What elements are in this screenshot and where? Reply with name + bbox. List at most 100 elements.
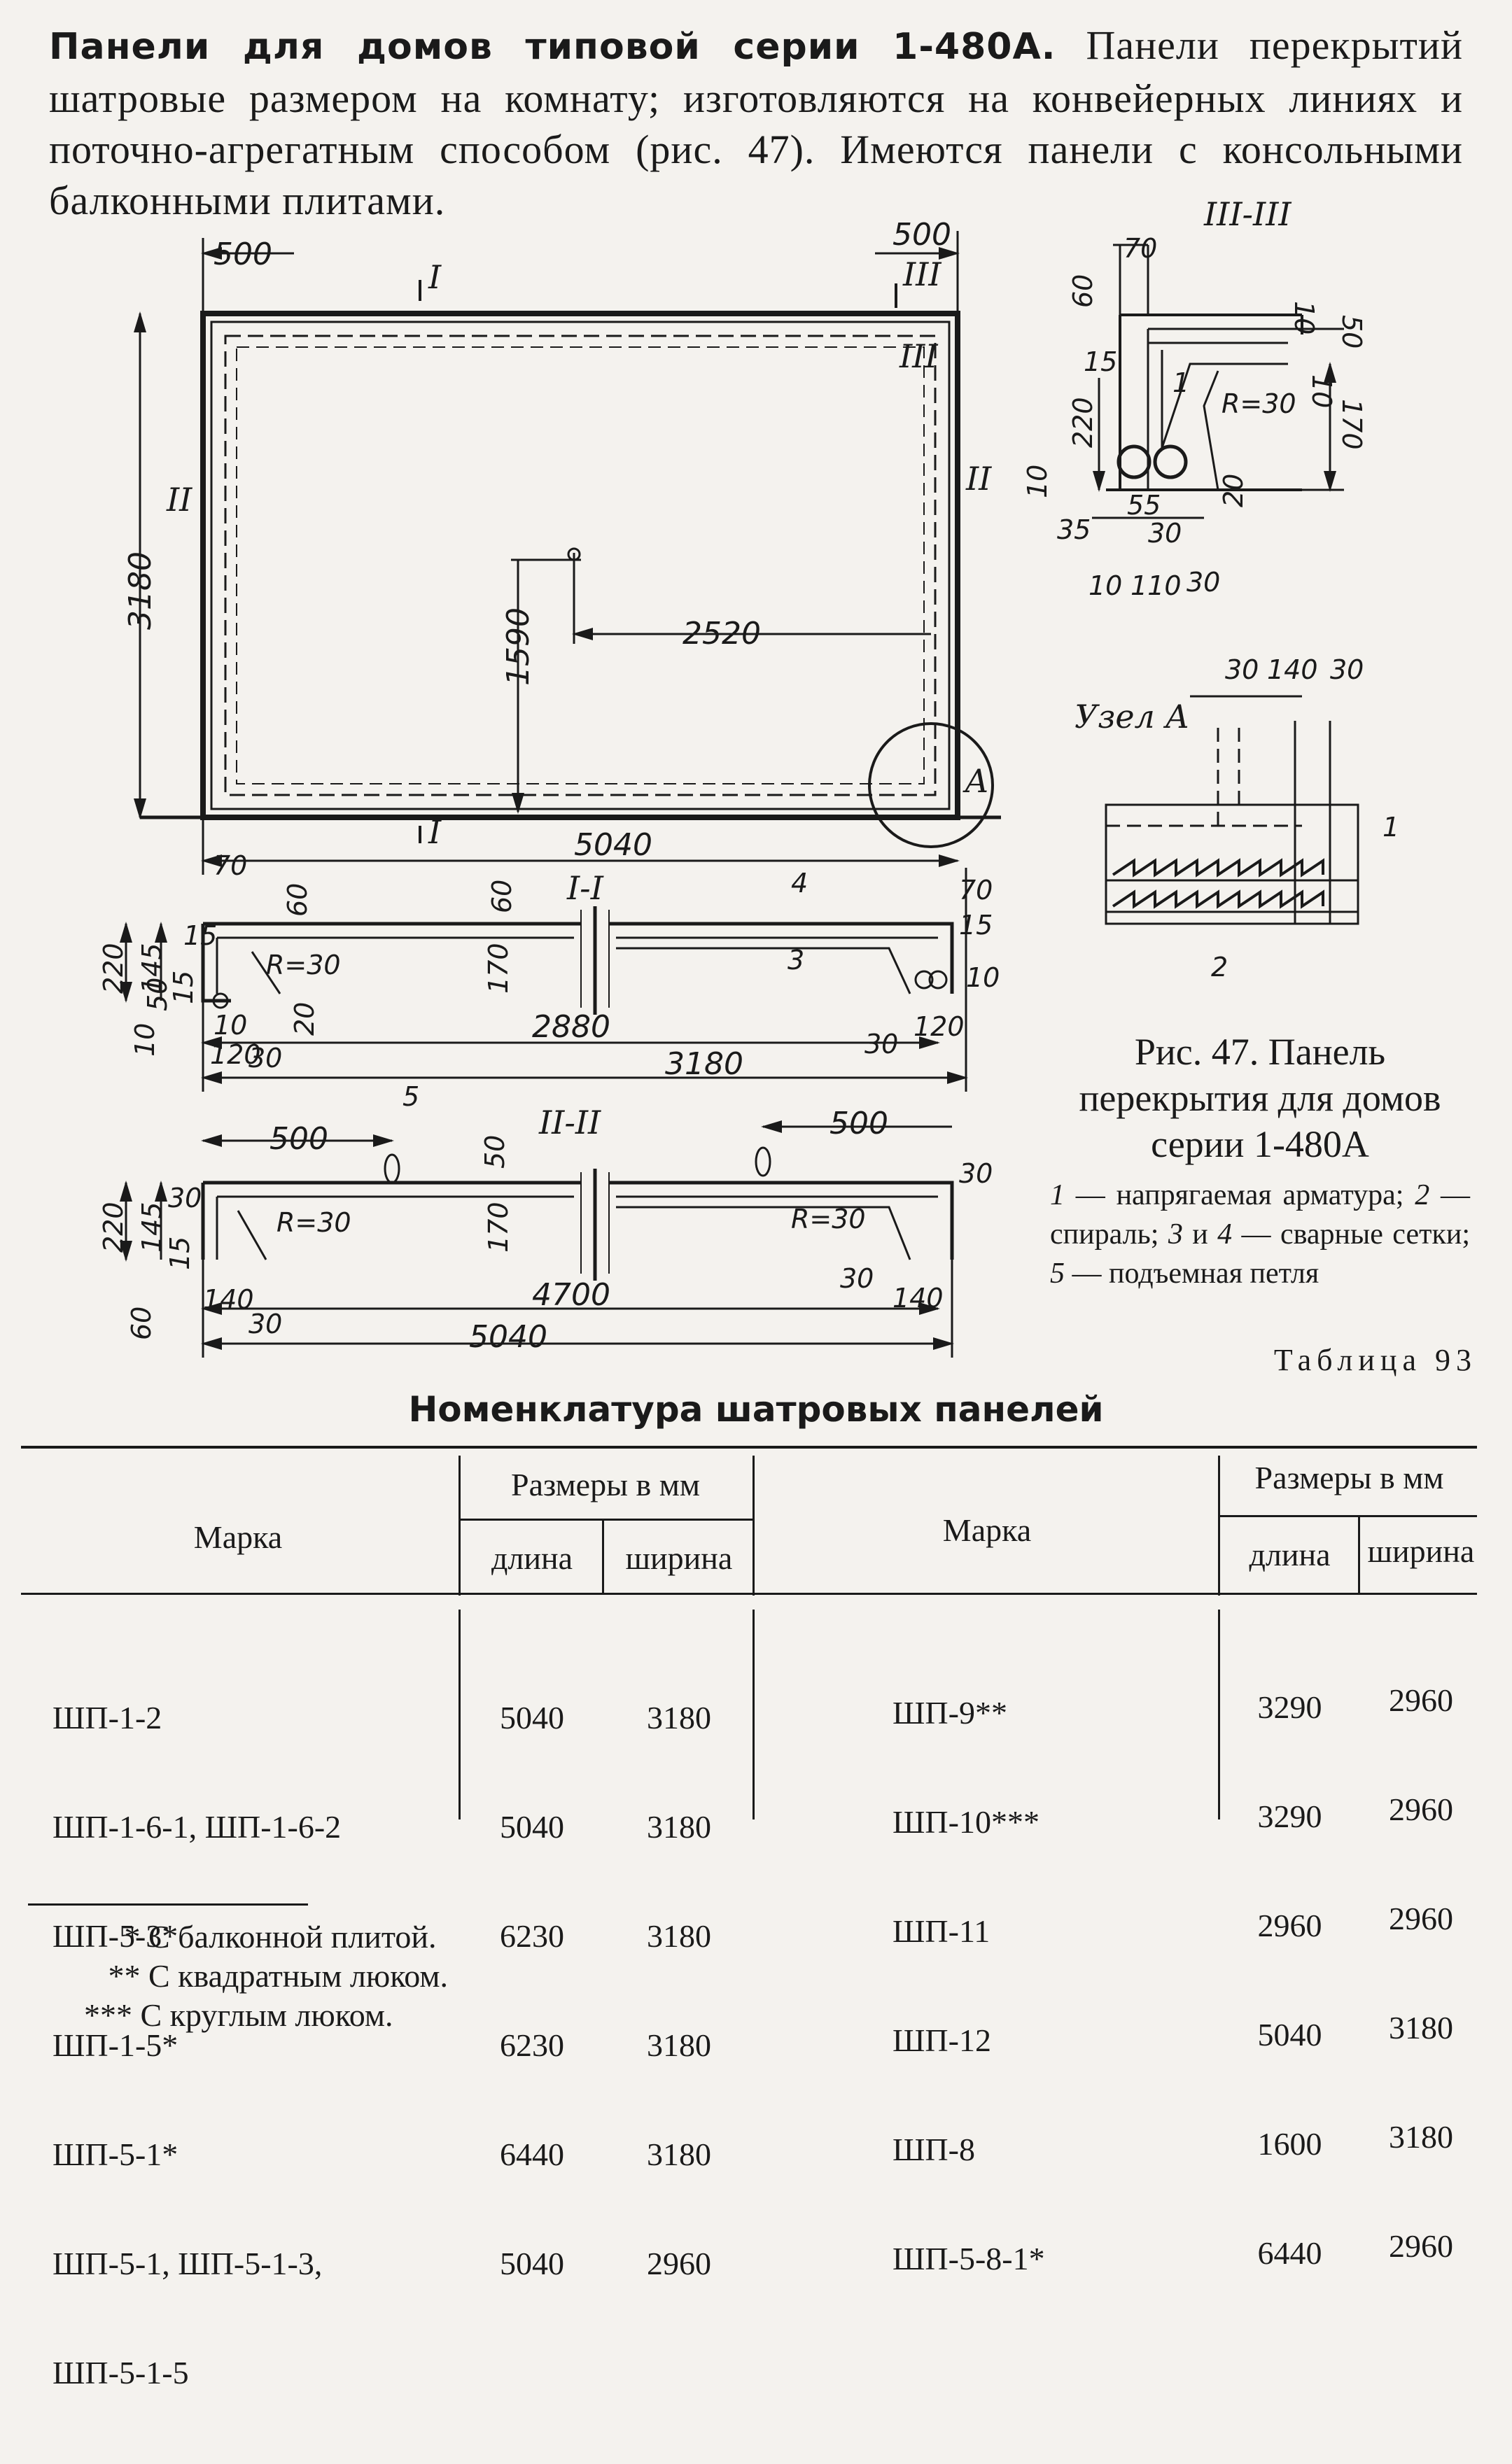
table-cell: 3180 (647, 1700, 711, 1736)
sec3-radius: R=30 (1222, 388, 1296, 419)
table-label: Таблица 93 (1273, 1343, 1477, 1377)
sec2-radius-a: R=30 (276, 1207, 351, 1238)
legend-n5: 5 (1050, 1258, 1065, 1290)
section-II (120, 1120, 954, 1358)
table-cell: 2960 (1389, 2228, 1453, 2264)
sec1-d30a: 30 (248, 1043, 282, 1073)
sec3-d220: 220 (1068, 397, 1098, 448)
sec1-d50: 50 (142, 978, 173, 1011)
nomenclature-table: Марка Размеры в мм длина ширина Марка Ра… (21, 1446, 1477, 2391)
table-cell: 5040 (500, 1809, 564, 1845)
figure-caption: Рис. 47. Панель перекрытия для домов сер… (1079, 1031, 1441, 1165)
sec2-d140a: 140 (203, 1284, 254, 1315)
header-mark-left: Марка (193, 1519, 283, 1555)
table-cell: 5040 (1257, 2017, 1322, 2053)
sec2-title: II-II (538, 1104, 601, 1141)
sec1-d30b: 30 (864, 1029, 898, 1059)
left-lengths: 5040 5040 6230 6230 6440 5040 (462, 1627, 602, 2355)
left-widths: 3180 3180 3180 3180 3180 2960 (606, 1627, 752, 2355)
footnote-2: ** С квадратным люком. (84, 1958, 449, 1994)
sec2-d140b: 140 (892, 1283, 944, 1314)
sec1-d20: 20 (289, 1002, 320, 1036)
intro-bold: Панели для домов типовой серии 1-480А. (49, 26, 1056, 68)
header-sizes-right: Размеры в мм (1254, 1460, 1444, 1495)
sec1-d60b: 60 (486, 880, 517, 913)
table-row: ШП-8 (892, 2132, 975, 2167)
node-A (1105, 695, 1359, 925)
table-title: Номенклатура шатровых панелей (408, 1389, 1104, 1430)
table-row: ШП-11 (892, 1913, 990, 1949)
plan-node-label: А (962, 762, 989, 800)
plan-sec-III-mid: III (899, 337, 938, 375)
legend-t5: — подъемная петля (1065, 1258, 1320, 1290)
table-cell: 6230 (500, 2027, 564, 2063)
nodeA-d140: 140 (1267, 654, 1318, 685)
sec2-d30a: 30 (959, 1158, 993, 1189)
table-cell: 2960 (1389, 1901, 1453, 1936)
legend-n1: 1 (1050, 1179, 1065, 1211)
sec3-d50: 50 (1336, 315, 1367, 349)
nodeA-label1: 1 (1382, 812, 1399, 843)
table-cell: 6440 (500, 2136, 564, 2172)
sec1-d10b: 10 (214, 1010, 247, 1041)
table-row: ШП-5-1, ШП-5-1-3, (52, 2246, 323, 2281)
table-cell: 3180 (647, 1918, 711, 1954)
plan-dim-500-left: 500 (214, 237, 272, 272)
table-cell: 3180 (647, 2136, 711, 2172)
sec2-label5: 5 (402, 1081, 419, 1112)
sec1-d2880: 2880 (532, 1009, 610, 1045)
plan-sec-I-bot: I (428, 813, 442, 851)
sec3-d10c: 10 (1022, 465, 1053, 498)
intro-paragraph: Панели для домов типовой серии 1-480А. П… (49, 20, 1463, 226)
sec1-d70a: 70 (214, 850, 247, 881)
table-row: ШП-5-3* (52, 1918, 178, 1954)
table-row: ШП-10*** (892, 1804, 1040, 1840)
sec1-d15a: 15 (183, 920, 217, 951)
section-III (1092, 244, 1344, 519)
header-mark-right: Марка (942, 1512, 1032, 1548)
header-length-left: длина (491, 1540, 573, 1576)
sec3-d110: 110 (1130, 570, 1182, 601)
sec1-d10a: 10 (966, 962, 1000, 993)
table-cell: 3290 (1257, 1798, 1322, 1834)
legend-t1: — напрягаемая арматура; (1065, 1179, 1415, 1211)
plan-sec-III-top: III (902, 255, 941, 293)
sec1-title: I-I (566, 869, 604, 907)
nodeA-title: Узел А (1074, 698, 1189, 735)
footnote-1: * С балконной плитой. (84, 1919, 437, 1955)
legend-n2: 2 (1415, 1179, 1430, 1211)
left-marks: ШП-1-2 ШП-1-6-1, ШП-1-6-2 ШП-5-3* ШП-1-5… (52, 1627, 341, 2464)
right-lengths: 3290 3290 2960 5040 1600 6440 (1222, 1617, 1358, 2344)
sec3-d30a: 30 (1148, 518, 1182, 549)
table-row: ШП-1-2 (52, 1700, 162, 1736)
table-cell: 2960 (647, 2246, 711, 2281)
sec2-d4700: 4700 (532, 1277, 610, 1313)
table-cell: 6440 (1257, 2235, 1322, 2271)
sec1-d120b: 120 (913, 1011, 965, 1042)
table-cell: 2960 (1389, 1791, 1453, 1827)
sec2-d30b: 30 (168, 1183, 202, 1213)
sec2-d50: 50 (479, 1135, 510, 1169)
table-cell: 2960 (1257, 1908, 1322, 1943)
table-row: ШП-12 (892, 2022, 991, 2058)
sec1-d3180: 3180 (665, 1046, 743, 1082)
sec2-d30d: 30 (840, 1263, 874, 1294)
table-footnotes: * С балконной плитой. ** С квадратным лю… (84, 1917, 448, 2035)
legend-n4: 4 (1217, 1218, 1233, 1251)
sec3-d15: 15 (1084, 346, 1117, 377)
table-cell: 3180 (647, 1809, 711, 1845)
table-row: ШП-5-8-1* (892, 2241, 1045, 2276)
plan-sec-II-left: II (166, 481, 192, 519)
table-cell: 3180 (1389, 2010, 1453, 2046)
header-length-right: длина (1249, 1537, 1331, 1572)
table-cell: 5040 (500, 2246, 564, 2281)
table-row: ШП-5-1* (52, 2136, 178, 2172)
sec2-d500a: 500 (270, 1121, 328, 1157)
sec2-radius-b: R=30 (791, 1204, 866, 1234)
sec3-d60: 60 (1068, 274, 1098, 308)
sec3-d170: 170 (1336, 399, 1367, 450)
sec1-d60a: 60 (282, 883, 313, 917)
sec2-d170: 170 (483, 1202, 514, 1253)
plan-dim-3180: 3180 (122, 551, 158, 630)
legend-t2: — спираль; (1050, 1179, 1470, 1251)
